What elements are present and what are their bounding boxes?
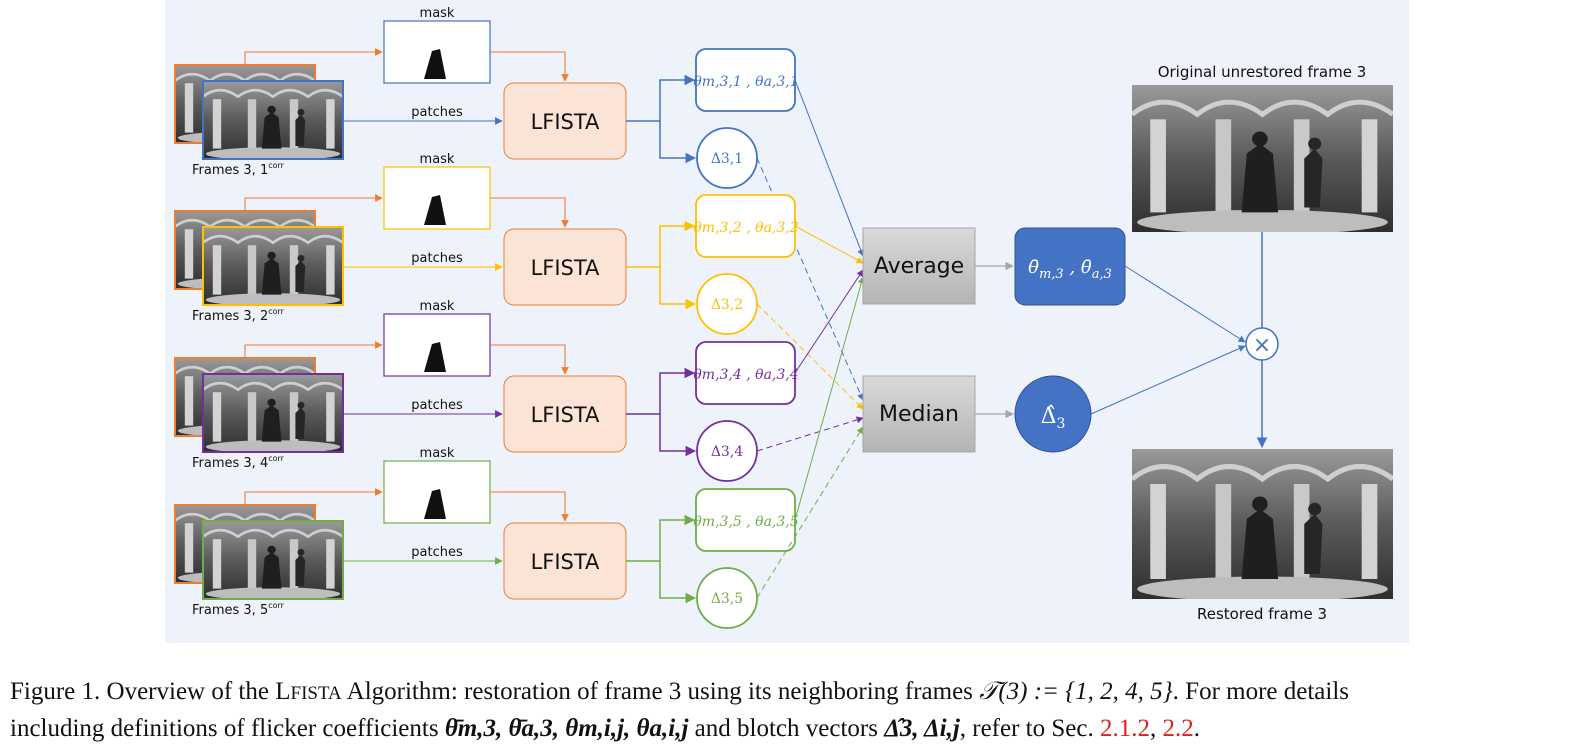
lfista-to-delta-arrow <box>659 121 697 164</box>
original-frame-image <box>1132 85 1393 234</box>
frames-label: Frames 3, 1corr <box>192 161 285 178</box>
caption-line-1: Figure 1. Overview of the LFISTA Algorit… <box>10 674 1565 711</box>
theta-to-average-arrow <box>794 225 864 264</box>
caption-text: including definitions of flicker coeffic… <box>10 715 439 742</box>
caption-figure-label: Figure 1. <box>10 678 101 705</box>
delta-blotch-label: Δ3,2 <box>711 297 743 313</box>
patches-label: patches <box>411 251 463 266</box>
theta-bar-to-multiply-line <box>1124 265 1246 343</box>
delta-to-median-arrow <box>756 416 864 452</box>
neighbor-frame-thumbnail <box>202 80 344 160</box>
caption-text: Algorithm: restoration of frame 3 using … <box>346 678 973 705</box>
theta-to-average-arrow <box>794 269 864 374</box>
lfista-label: LFISTA <box>531 403 600 427</box>
caption-blotch-symbols: Δ̂3, Δi,j <box>884 715 960 742</box>
caption-text: , refer to Sec. <box>959 715 1094 742</box>
theta-to-average-arrow <box>794 276 865 521</box>
mask-blotch-shape <box>424 489 446 519</box>
delta-blotch-label: Δ3,1 <box>711 151 743 167</box>
mask-blotch-shape <box>424 49 446 79</box>
frame-to-mask-arrow <box>244 194 383 211</box>
lfista-to-delta-arrow <box>659 561 697 604</box>
mask-blotch-shape <box>424 195 446 225</box>
mask-label: mask <box>420 446 455 461</box>
mask-to-lfista-arrow <box>490 197 569 228</box>
caption-lfista-smallcaps: FISTA <box>290 683 342 704</box>
lfista-label: LFISTA <box>531 550 600 574</box>
mask-blotch-shape <box>424 342 446 372</box>
theta-coefficients-label: θm,3,4 , θa,3,4 <box>693 367 798 383</box>
neighbor-frame-thumbnail <box>202 226 344 306</box>
caption-text: . <box>1193 715 1200 742</box>
mask-to-lfista-arrow <box>490 344 569 375</box>
caption-text: and blotch vectors <box>694 715 878 742</box>
caption-text: Overview of the L <box>106 678 291 705</box>
delta-hat-output-label: Δ̂3 <box>1041 404 1066 432</box>
caption-text: , <box>1149 715 1157 742</box>
caption-ref-link[interactable]: 2.1.2 <box>1099 715 1150 742</box>
frame-to-mask-arrow <box>244 48 383 65</box>
caption-set-expression: 𝒯(3) := {1, 2, 4, 5} <box>979 678 1173 705</box>
lfista-to-theta-arrow <box>626 220 696 268</box>
caption-ref-link[interactable]: 2.2 <box>1162 715 1194 742</box>
theta-to-average-arrow <box>794 79 864 257</box>
frame-to-mask-arrow <box>244 488 383 505</box>
neighbor-frame-thumbnail <box>202 520 344 600</box>
restored-frame-title: Restored frame 3 <box>1197 605 1327 623</box>
original-frame-title: Original unrestored frame 3 <box>1158 63 1367 81</box>
frames-label: Frames 3, 5corr <box>192 601 285 618</box>
lfista-to-theta-arrow <box>626 74 696 122</box>
caption-flicker-symbols: θ̄m,3, θ̄a,3, θm,i,j, θa,i,j <box>444 715 689 742</box>
delta-to-median-arrow <box>756 303 864 410</box>
caption-text: . For more details <box>1172 678 1350 705</box>
mask-label: mask <box>420 6 455 21</box>
patches-label: patches <box>411 105 463 120</box>
average-label: Average <box>874 254 964 279</box>
lfista-to-delta-arrow <box>659 267 697 310</box>
figure-caption: Figure 1. Overview of the LFISTA Algorit… <box>10 674 1565 746</box>
delta-hat-to-multiply-line <box>1090 345 1246 415</box>
median-box <box>862 375 976 453</box>
pipeline-row: Frames 3, 4corr mask patches LFISTA θm,3,4 ,… <box>174 269 864 482</box>
delta-blotch-label: Δ3,5 <box>711 591 743 607</box>
mask-to-lfista-arrow <box>490 51 569 82</box>
median-label: Median <box>879 402 959 427</box>
mask-to-lfista-arrow <box>490 491 569 522</box>
mask-label: mask <box>420 152 455 167</box>
neighbor-frame-thumbnail <box>202 373 344 453</box>
lfista-to-delta-arrow <box>659 414 697 457</box>
lfista-to-theta-arrow <box>626 514 696 562</box>
restored-frame-image <box>1132 449 1393 602</box>
theta-coefficients-label: θm,3,2 , θa,3,2 <box>693 220 798 236</box>
pipeline-row: Frames 3, 2corr mask patches LFISTA θm,3,2 ,… <box>174 152 864 410</box>
theta-bar-output-label: θ̄m,3 , θ̄a,3 <box>1028 257 1112 282</box>
lfista-label: LFISTA <box>531 256 600 280</box>
lfista-to-theta-arrow <box>626 367 696 415</box>
patches-label: patches <box>411 398 463 413</box>
delta-to-median-arrow <box>756 426 864 599</box>
frames-label: Frames 3, 4corr <box>192 454 285 471</box>
frames-label: Frames 3, 2corr <box>192 307 285 324</box>
mask-label: mask <box>420 299 455 314</box>
theta-coefficients-label: θm,3,1 , θa,3,1 <box>693 74 798 90</box>
caption-line-2: including definitions of flicker coeffic… <box>10 711 1565 746</box>
patches-label: patches <box>411 545 463 560</box>
theta-coefficients-label: θm,3,5 , θa,3,5 <box>693 514 798 530</box>
lfista-label: LFISTA <box>531 110 600 134</box>
delta-blotch-label: Δ3,4 <box>711 444 743 460</box>
multiply-symbol: × <box>1253 333 1271 358</box>
frame-to-mask-arrow <box>244 341 383 358</box>
